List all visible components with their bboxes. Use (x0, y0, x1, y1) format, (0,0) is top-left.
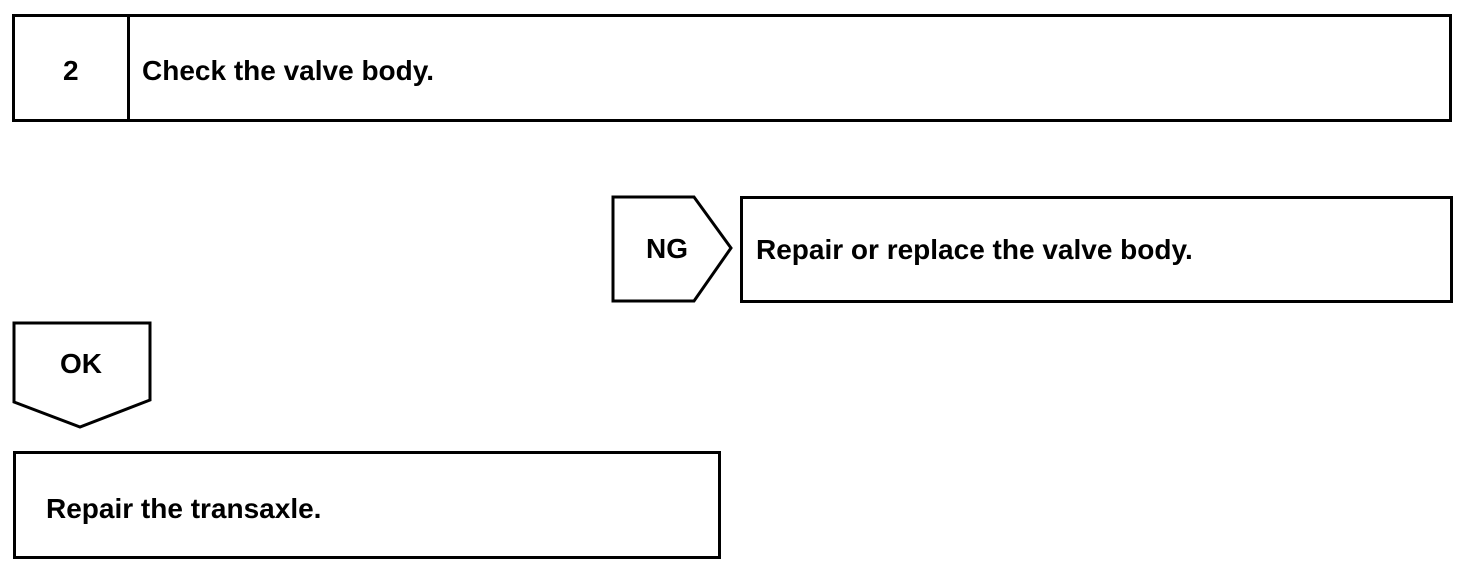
ok-action-text: Repair the transaxle. (46, 493, 322, 524)
ok-label: OK (60, 348, 102, 379)
step-number: 2 (63, 55, 79, 86)
ng-label: NG (646, 233, 688, 264)
step-number-divider (127, 17, 130, 119)
ng-arrow-tag (611, 195, 733, 303)
ng-action-box: Repair or replace the valve body. (740, 196, 1453, 303)
ok-action-box: Repair the transaxle. (13, 451, 721, 559)
step-header-box: 2 Check the valve body. (12, 14, 1452, 122)
ok-arrow-tag (12, 321, 152, 429)
step-title: Check the valve body. (142, 55, 435, 86)
ng-action-text: Repair or replace the valve body. (756, 234, 1193, 265)
